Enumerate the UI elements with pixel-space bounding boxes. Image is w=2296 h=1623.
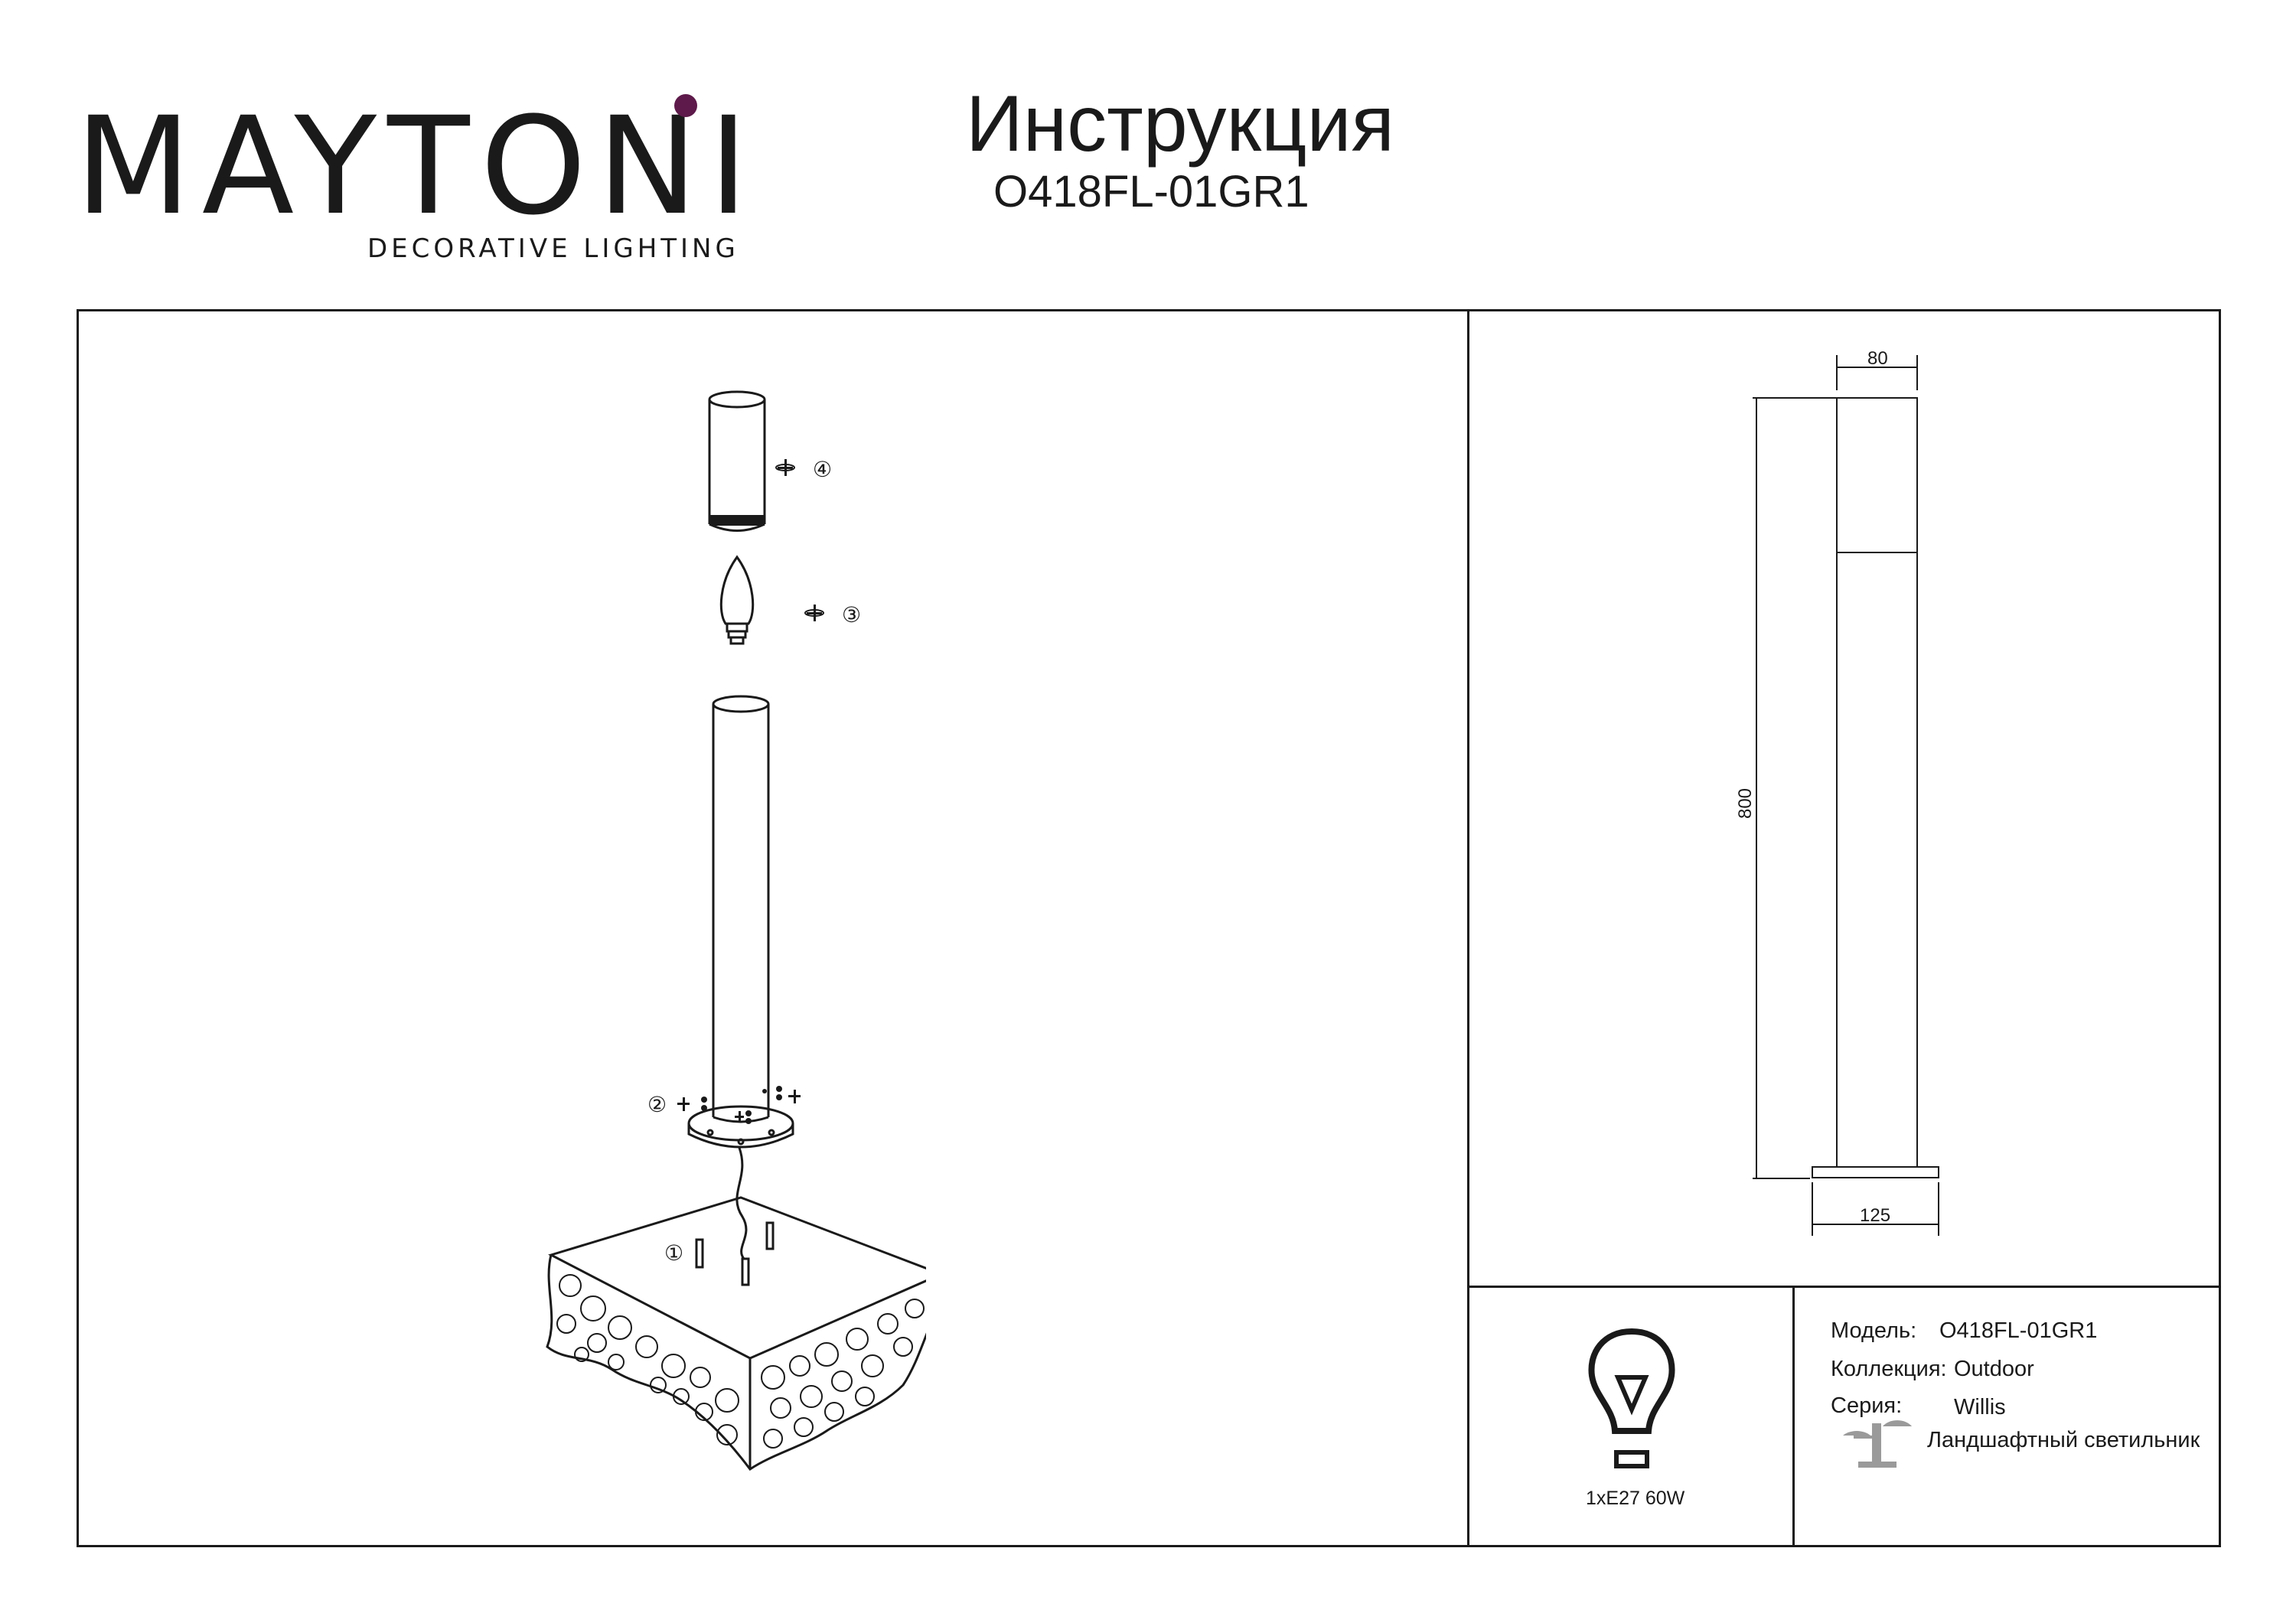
lamp-spec-text: 1xE27 60W bbox=[1586, 1488, 1685, 1509]
bulb-part bbox=[719, 555, 755, 645]
frame-divider-vertical bbox=[1467, 309, 1469, 1547]
instruction-frame bbox=[77, 309, 2221, 1547]
step-2-marker: ② bbox=[647, 1093, 667, 1116]
step-1-marker: ① bbox=[664, 1241, 683, 1265]
info-divider bbox=[1792, 1286, 1795, 1547]
shade-part bbox=[708, 390, 766, 532]
stone-texture bbox=[556, 1274, 925, 1449]
screw-markers bbox=[677, 459, 822, 1124]
step-4-marker: ④ bbox=[813, 458, 832, 481]
model-code: O418FL-01GR1 bbox=[993, 167, 1309, 217]
width-dimension-label: 80 bbox=[1867, 348, 1888, 369]
base-dimension-label: 125 bbox=[1860, 1205, 1890, 1226]
page-title: Инструкция bbox=[966, 80, 1394, 168]
collection-value: Outdoor bbox=[1954, 1357, 2034, 1381]
collection-label: Коллекция: bbox=[1831, 1357, 1947, 1381]
brand-tagline: DECORATIVE LIGHTING bbox=[367, 233, 739, 264]
product-type-value: Ландшафтный светильник bbox=[1927, 1428, 2200, 1452]
model-value: O418FL-01GR1 bbox=[1939, 1318, 2098, 1343]
ground-slab bbox=[546, 1196, 926, 1471]
dimension-drawing: 80 800 125 bbox=[1735, 348, 1939, 1236]
frame-divider-horizontal bbox=[1467, 1286, 2221, 1288]
base-plate bbox=[687, 1105, 794, 1149]
height-dimension-label: 800 bbox=[1735, 788, 1756, 819]
brand-logo: MAYTONI bbox=[75, 88, 759, 245]
series-label: Серия: bbox=[1831, 1393, 1903, 1418]
power-cable bbox=[735, 1147, 748, 1260]
bollard-lamp-icon bbox=[1843, 1420, 1912, 1468]
model-label: Модель: bbox=[1831, 1318, 1917, 1343]
light-bulb-icon bbox=[1588, 1328, 1675, 1468]
step-3-marker: ③ bbox=[842, 603, 861, 627]
pole-part bbox=[712, 695, 770, 1123]
brand-logo-dot bbox=[674, 94, 697, 117]
anchor-bolts bbox=[695, 1221, 775, 1286]
assembly-diagram: ④ ③ ② ① bbox=[546, 390, 926, 1471]
series-value: Willis bbox=[1954, 1395, 2006, 1419]
